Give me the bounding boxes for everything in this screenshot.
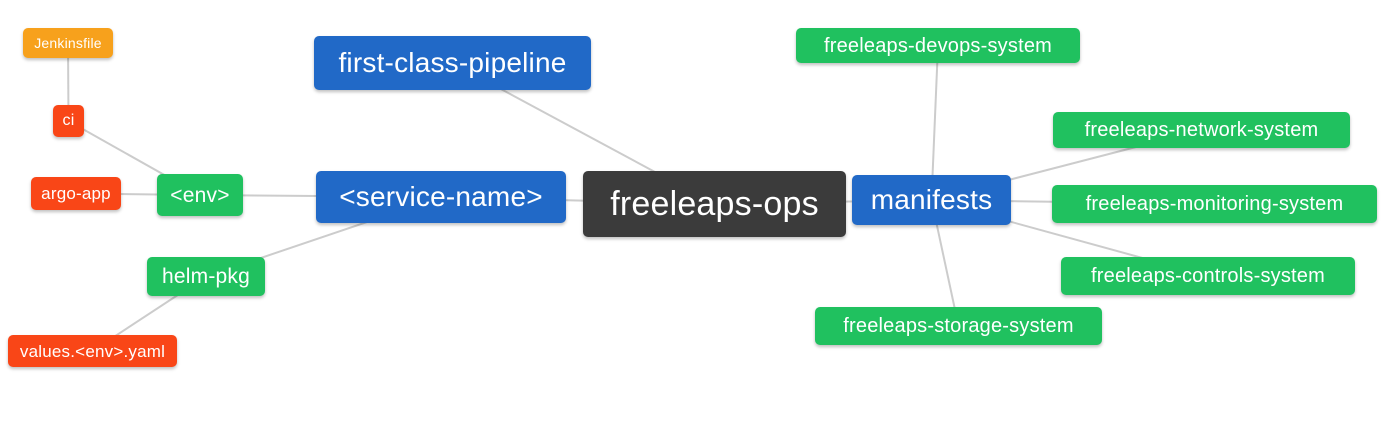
node-label: freeleaps-ops	[610, 185, 819, 223]
node-label: freeleaps-monitoring-system	[1085, 193, 1344, 215]
node-label: freeleaps-storage-system	[843, 315, 1074, 337]
node-label: <service-name>	[339, 181, 543, 212]
node-label: freeleaps-devops-system	[823, 34, 1053, 57]
node-ci[interactable]: ci	[53, 105, 84, 137]
node-values[interactable]: values.<env>.yaml	[8, 335, 177, 367]
node-env[interactable]: <env>	[157, 174, 243, 216]
node-network[interactable]: freeleaps-network-system	[1053, 112, 1350, 148]
node-fcp[interactable]: first-class-pipeline	[314, 36, 591, 90]
node-label: first-class-pipeline	[338, 47, 567, 78]
node-manifests[interactable]: manifests	[852, 175, 1011, 225]
node-argo[interactable]: argo-app	[31, 177, 121, 210]
node-jenkinsfile[interactable]: Jenkinsfile	[23, 28, 113, 58]
node-label: values.<env>.yaml	[19, 341, 166, 361]
node-ops[interactable]: freeleaps-ops	[583, 171, 846, 237]
node-label: argo-app	[41, 184, 111, 203]
node-service[interactable]: <service-name>	[316, 171, 566, 223]
node-label: Jenkinsfile	[34, 35, 102, 51]
node-label: <env>	[170, 183, 230, 207]
node-label: freeleaps-controls-system	[1091, 265, 1325, 287]
node-devops[interactable]: freeleaps-devops-system	[796, 28, 1080, 63]
node-label: freeleaps-network-system	[1084, 119, 1319, 141]
node-label: manifests	[870, 184, 993, 215]
node-label: ci	[62, 112, 75, 129]
node-label: helm-pkg	[162, 265, 250, 288]
node-helm[interactable]: helm-pkg	[147, 257, 265, 296]
node-storage[interactable]: freeleaps-storage-system	[815, 307, 1102, 345]
edge-manifests-devops	[930, 45, 939, 201]
node-monitoring[interactable]: freeleaps-monitoring-system	[1052, 185, 1377, 223]
node-controls[interactable]: freeleaps-controls-system	[1061, 257, 1355, 295]
